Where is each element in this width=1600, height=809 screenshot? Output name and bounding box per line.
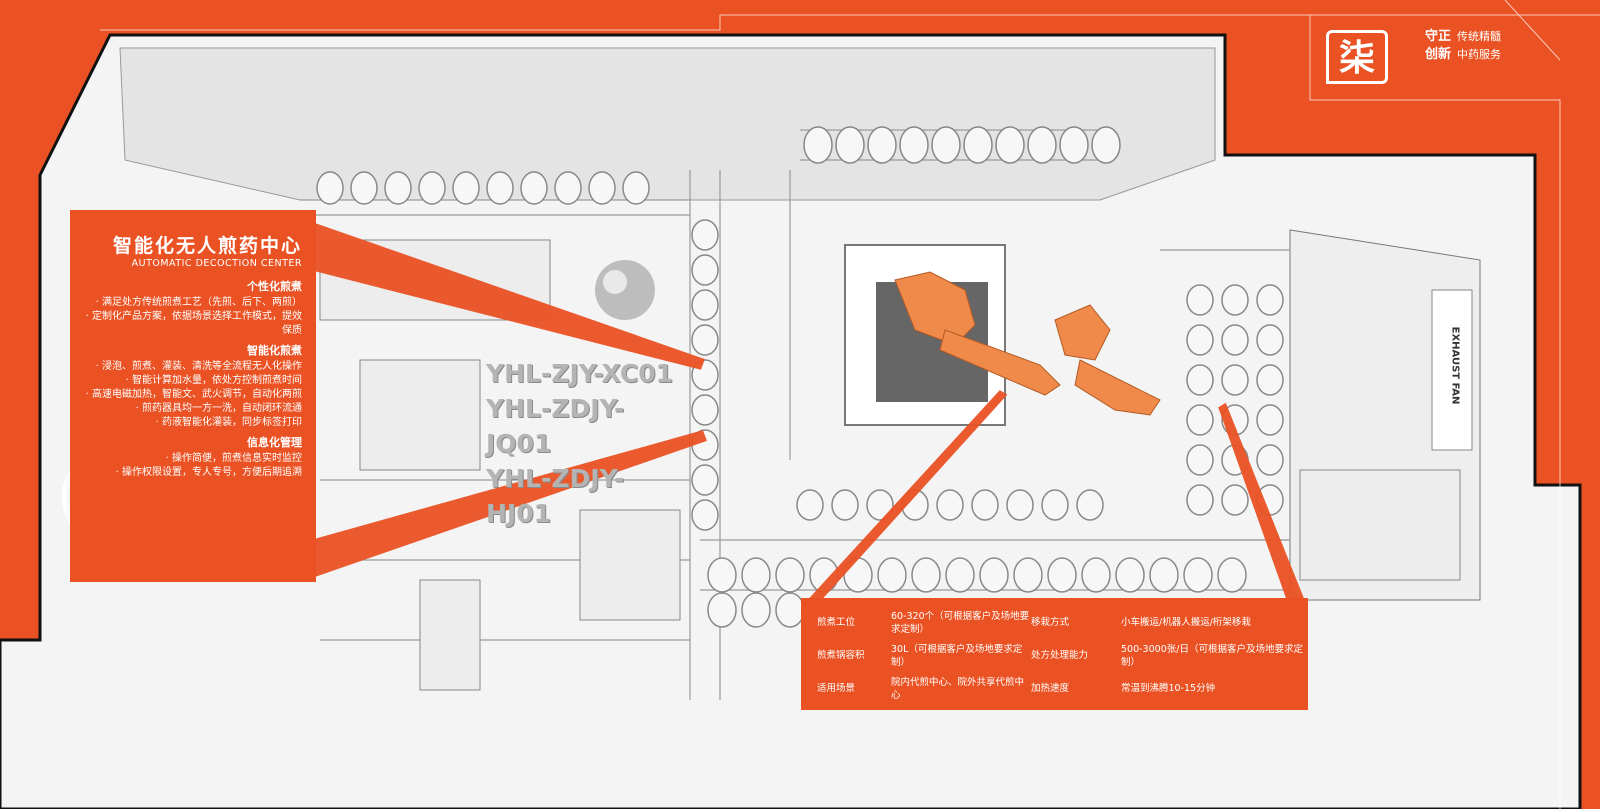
panel-subtitle: AUTOMATIC DECOCTION CENTER	[131, 258, 302, 269]
slogan-text-1: 传统精髓	[1457, 30, 1502, 43]
robot-arms	[894, 271, 1161, 416]
model-number: YHL-ZJY-XC01	[486, 359, 674, 388]
spec-value: 院内代煎中心、院外共享代煎中心	[891, 676, 1025, 701]
panel-title: 智能化无人煎药中心	[112, 235, 302, 257]
bullet: · 高速电磁加热，智能文、武火调节，自动化两煎	[85, 389, 302, 400]
section-head: 信息化管理	[247, 436, 302, 449]
pot-column-left	[691, 219, 719, 531]
logo-watermark	[595, 260, 655, 320]
spec-key: 处方处理能力	[1031, 650, 1089, 661]
section-head: 个性化煎煮	[247, 280, 302, 293]
pot-row-middle	[796, 489, 1104, 521]
section-information: 信息化管理 · 操作简便，煎煮信息实时监控 · 操作权限设置，专人专号，方便后期…	[84, 436, 302, 480]
spec-value: 30L（可根据客户及场地要求定制）	[891, 643, 1023, 668]
model-number: YHL-ZDJY-HJ01	[486, 464, 625, 528]
bullet: · 智能计算加水量，依处方控制煎煮时间	[125, 375, 302, 386]
spec-value: 常温到沸腾10-15分钟	[1121, 683, 1216, 694]
frame-guides	[100, 0, 1600, 809]
bullet: · 药液智能化灌装，同步标签打印	[155, 417, 302, 428]
bullet: · 定制化产品方案，依据场景选择工作模式，提效保质	[85, 311, 302, 336]
bullet: · 操作简便，煎煮信息实时监控	[165, 453, 302, 464]
bullet: · 满足处方传统煎煮工艺（先煎、后下、两煎）	[95, 297, 302, 308]
spec-table: 煎煮工位 60-320个（可根据客户及场地要求定制） 移栽方式 小车搬运/机器人…	[801, 598, 1308, 710]
spec-value: 小车搬运/机器人搬运/桁架移栽	[1121, 617, 1251, 628]
slogan-text-2: 中药服务	[1457, 48, 1502, 61]
bullet: · 浸泡、煎煮、灌装、清洗等全流程无人化操作	[95, 361, 302, 372]
callout-lines	[314, 222, 1308, 607]
brand-badge: 柒	[1326, 30, 1388, 84]
spec-key: 煎煮工位	[817, 617, 856, 628]
slogan-keyword-1: 守正	[1425, 29, 1452, 44]
spec-value: 60-320个（可根据客户及场地要求定制）	[891, 610, 1030, 635]
slogan-line-1: 守正传统精髓	[1425, 28, 1501, 46]
spec-row: 煎煮锅容积 30L（可根据客户及场地要求定制） 处方处理能力 500-3000张…	[801, 639, 1308, 672]
model-numbers: YHL-ZJY-XC01 YHL-ZDJY-JQ01 YHL-ZDJY-HJ01	[486, 356, 686, 531]
slogan: 守正传统精髓 创新中药服务	[1425, 28, 1501, 64]
spec-key: 加热速度	[1031, 683, 1070, 694]
slogan-keyword-2: 创新	[1425, 47, 1452, 62]
bullet: · 煎药器具均一方一洗，自动闭环流通	[135, 403, 302, 414]
exhaust-panel	[1431, 289, 1473, 451]
spec-row: 煎煮工位 60-320个（可根据客户及场地要求定制） 移栽方式 小车搬运/机器人…	[801, 606, 1308, 639]
pot-row-upper-left	[316, 171, 650, 205]
pot-row-bottom	[707, 557, 1247, 628]
spec-grid: 煎煮工位 60-320个（可根据客户及场地要求定制） 移栽方式 小车搬运/机器人…	[801, 606, 1308, 705]
room-inner	[119, 47, 1216, 201]
exhaust-fan-label: EXHAUST FAN	[1449, 326, 1461, 405]
spec-row: 适用场景 院内代煎中心、院外共享代煎中心 加热速度 常温到沸腾10-15分钟	[801, 672, 1308, 705]
spec-key: 移栽方式	[1031, 617, 1070, 628]
decoction-center-panel: 智能化无人煎药中心 AUTOMATIC DECOCTION CENTER 个性化…	[70, 210, 316, 582]
model-number: YHL-ZDJY-JQ01	[486, 394, 625, 458]
left-machines	[319, 239, 1461, 691]
spec-key: 适用场景	[817, 683, 856, 694]
spec-key: 煎煮锅容积	[817, 650, 865, 661]
slogan-line-2: 创新中药服务	[1425, 46, 1501, 64]
spec-value: 500-3000张/日（可根据客户及场地要求定制）	[1121, 643, 1303, 668]
section-head: 智能化煎煮	[247, 344, 302, 357]
section-intelligent: 智能化煎煮 · 浸泡、煎煮、灌装、清洗等全流程无人化操作 · 智能计算加水量，依…	[84, 344, 302, 430]
pot-row-top	[803, 126, 1121, 164]
section-personalized: 个性化煎煮 · 满足处方传统煎煮工艺（先煎、后下、两煎） · 定制化产品方案，依…	[84, 280, 302, 338]
bullet: · 操作权限设置，专人专号，方便后期追溯	[115, 467, 302, 478]
